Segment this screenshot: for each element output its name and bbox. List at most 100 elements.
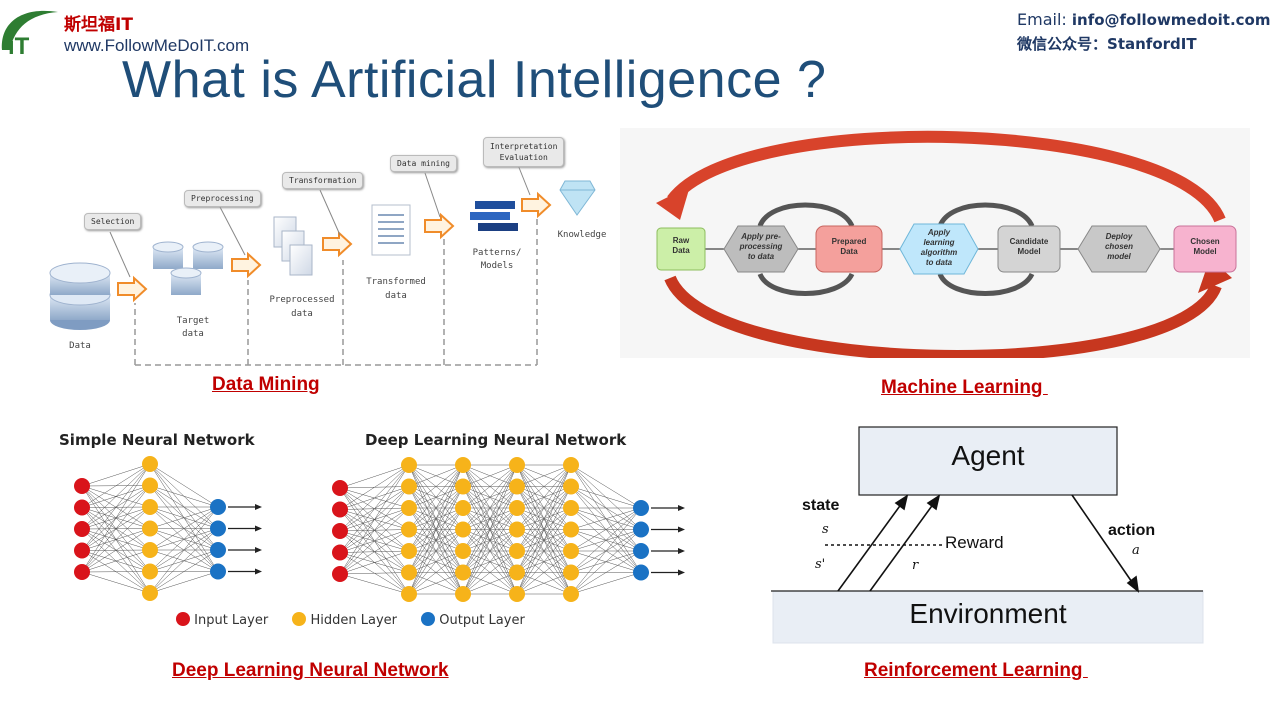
nn-legend: Input Layer Hidden Layer Output Layer bbox=[176, 612, 525, 628]
nn-connection bbox=[408, 507, 464, 595]
ml-graphics bbox=[620, 128, 1250, 358]
ml-node-prepared-data: Prepared Data bbox=[831, 237, 867, 256]
ml-top-arc bbox=[667, 130, 1226, 223]
neural-network-diagrams bbox=[74, 456, 685, 602]
nn-node-input bbox=[74, 564, 90, 580]
nn-node-input bbox=[332, 544, 348, 561]
reinforcement-diagram: Agent Environment state s s' Reward r ac… bbox=[770, 425, 1210, 645]
nn-connection bbox=[462, 486, 518, 595]
ml-bottom-arc bbox=[664, 275, 1222, 358]
nn-connection bbox=[516, 464, 572, 552]
knowledge-gem-icon bbox=[559, 180, 596, 216]
nn-connection bbox=[149, 528, 219, 594]
legend-input-label: Input Layer bbox=[194, 613, 269, 628]
nn-connection bbox=[462, 464, 518, 509]
nn-node-hidden bbox=[563, 564, 579, 581]
action-a-label: a bbox=[1132, 543, 1140, 558]
contact-email: Email: info@followmedoit.com bbox=[1017, 10, 1271, 29]
nn-connection bbox=[408, 464, 464, 509]
nn-connection bbox=[81, 463, 151, 573]
nn-connection bbox=[81, 463, 151, 530]
nn-connection bbox=[462, 507, 518, 595]
action-label: action bbox=[1108, 522, 1156, 539]
nn-connection bbox=[462, 464, 518, 487]
item-transformed-data: Transformed data bbox=[366, 277, 426, 301]
nn-connection bbox=[81, 549, 151, 573]
ml-node-deploy: Deploy chosen model bbox=[1104, 232, 1133, 261]
caption-machine-learning: Machine Learning bbox=[881, 377, 1048, 398]
nn-node-hidden bbox=[401, 478, 417, 495]
ml-node-apply-algorithm: Apply learning algorithm to data bbox=[920, 228, 958, 267]
data-mining-diagram: Selection Preprocessing Transformation D… bbox=[40, 135, 620, 375]
nn-node-hidden bbox=[401, 500, 417, 516]
email-value: info@followmedoit.com bbox=[1071, 11, 1271, 29]
nn-connection bbox=[570, 529, 642, 595]
nn-node-input bbox=[74, 542, 90, 559]
nn-connection bbox=[570, 507, 642, 573]
nn-node-hidden bbox=[142, 477, 158, 494]
rl-graphics bbox=[771, 426, 1204, 644]
nn-connection bbox=[149, 485, 219, 508]
nn-node-hidden bbox=[509, 478, 525, 495]
agent-label: Agent bbox=[951, 440, 1025, 471]
logo-chinese-name: 斯坦福IT bbox=[64, 15, 133, 35]
wechat-value: StanfordIT bbox=[1107, 35, 1197, 53]
logo-mark-text: iT bbox=[8, 33, 30, 60]
nn-connection bbox=[149, 506, 219, 594]
nn-connection bbox=[462, 550, 518, 595]
reward-r-label: r bbox=[912, 558, 919, 573]
wechat-label: 微信公众号： bbox=[1017, 35, 1108, 53]
nn-connection bbox=[462, 464, 518, 595]
nn-connection bbox=[462, 572, 518, 595]
nn-node-hidden bbox=[142, 542, 158, 558]
nn-connection bbox=[81, 463, 151, 551]
nn-node-output bbox=[633, 521, 649, 538]
nn-output-arrowhead bbox=[255, 525, 262, 532]
nn-connection bbox=[516, 464, 572, 509]
kdd-flow-arrows bbox=[117, 191, 552, 303]
nn-node-output bbox=[633, 500, 649, 516]
nn-node-hidden bbox=[142, 585, 158, 601]
nn-connection bbox=[339, 550, 410, 575]
logo-mark-icon: iT bbox=[1, 10, 58, 60]
ml-node-chosen-model: Chosen Model bbox=[1190, 237, 1220, 256]
nn-connection bbox=[570, 507, 642, 530]
nn-output-arrowhead bbox=[678, 505, 685, 511]
nn-connection bbox=[149, 571, 219, 594]
nn-connection bbox=[339, 529, 410, 575]
legend-input-dot-icon bbox=[176, 612, 190, 626]
nn-connection bbox=[149, 506, 219, 529]
nn-connection bbox=[570, 486, 642, 509]
nn-node-hidden bbox=[455, 543, 471, 559]
legend-hidden-dot-icon bbox=[292, 612, 307, 626]
item-data: Data bbox=[69, 341, 91, 351]
stage-transformation: Transformation bbox=[282, 172, 364, 189]
nn-connection bbox=[516, 529, 572, 595]
nn-node-hidden bbox=[142, 499, 158, 515]
nn-connection bbox=[516, 464, 572, 487]
nn-connection bbox=[408, 464, 464, 530]
state-label: state bbox=[802, 497, 840, 514]
logo: iT bbox=[0, 4, 60, 60]
nn-connection bbox=[462, 464, 518, 552]
nn-node-hidden bbox=[563, 478, 579, 495]
nn-node-input bbox=[332, 480, 348, 496]
nn-node-hidden bbox=[142, 456, 158, 472]
page-title: What is Artificial Intelligence ? bbox=[122, 51, 827, 109]
nn-connection bbox=[516, 507, 572, 595]
nn-node-hidden bbox=[509, 564, 525, 581]
nn-connection bbox=[81, 571, 151, 573]
nn-connection bbox=[408, 464, 464, 552]
reward-label: Reward bbox=[945, 533, 1004, 552]
environment-label: Environment bbox=[909, 598, 1067, 629]
preprocessed-docs-icon bbox=[273, 216, 313, 276]
nn-connection bbox=[339, 573, 410, 595]
legend-hidden-label: Hidden Layer bbox=[310, 613, 397, 628]
nn-node-hidden bbox=[455, 586, 471, 602]
nn-connection bbox=[516, 464, 572, 530]
nn-connection bbox=[339, 464, 410, 510]
nn-connection bbox=[408, 572, 464, 595]
nn-output-arrowhead bbox=[678, 569, 685, 576]
nn-node-output bbox=[633, 564, 649, 581]
legend-output-dot-icon bbox=[421, 612, 436, 626]
